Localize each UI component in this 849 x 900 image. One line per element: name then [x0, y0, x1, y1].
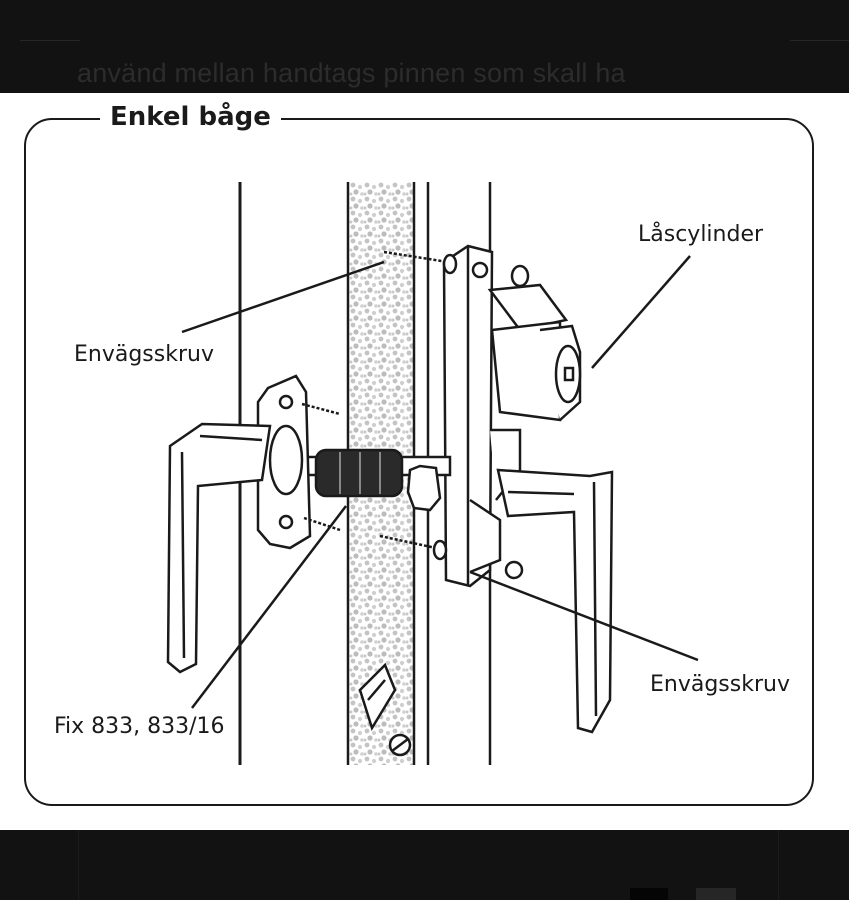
label-lock-cylinder: Låscylinder — [638, 222, 764, 247]
header-partial-text: använd mellan handtags pinnen som skall … — [77, 58, 626, 88]
spindle — [288, 448, 452, 512]
bottom-dark-bar — [0, 830, 849, 900]
label-screw-top: Envägsskruv — [74, 342, 214, 367]
leader-lines — [181, 255, 699, 709]
label-fix: Fix 833, 833/16 — [54, 714, 225, 739]
top-bar-divider — [790, 40, 849, 41]
diagram-title: Enkel båge — [100, 102, 281, 132]
label-screw-bottom: Envägsskruv — [650, 672, 790, 697]
bottom-bar-divider — [778, 830, 779, 900]
left-handle — [166, 422, 272, 674]
top-dark-bar: använd mellan handtags pinnen som skall … — [0, 0, 849, 93]
screws — [301, 250, 458, 561]
diagram-frame — [24, 118, 814, 806]
lock-case — [442, 244, 582, 588]
latch-detail — [358, 662, 412, 757]
bottom-bar-block — [630, 888, 668, 900]
bottom-bar-divider — [78, 830, 79, 900]
bottom-bar-block — [696, 888, 736, 900]
left-rosette — [256, 374, 312, 550]
top-bar-divider — [20, 40, 80, 41]
right-handle — [496, 468, 614, 734]
